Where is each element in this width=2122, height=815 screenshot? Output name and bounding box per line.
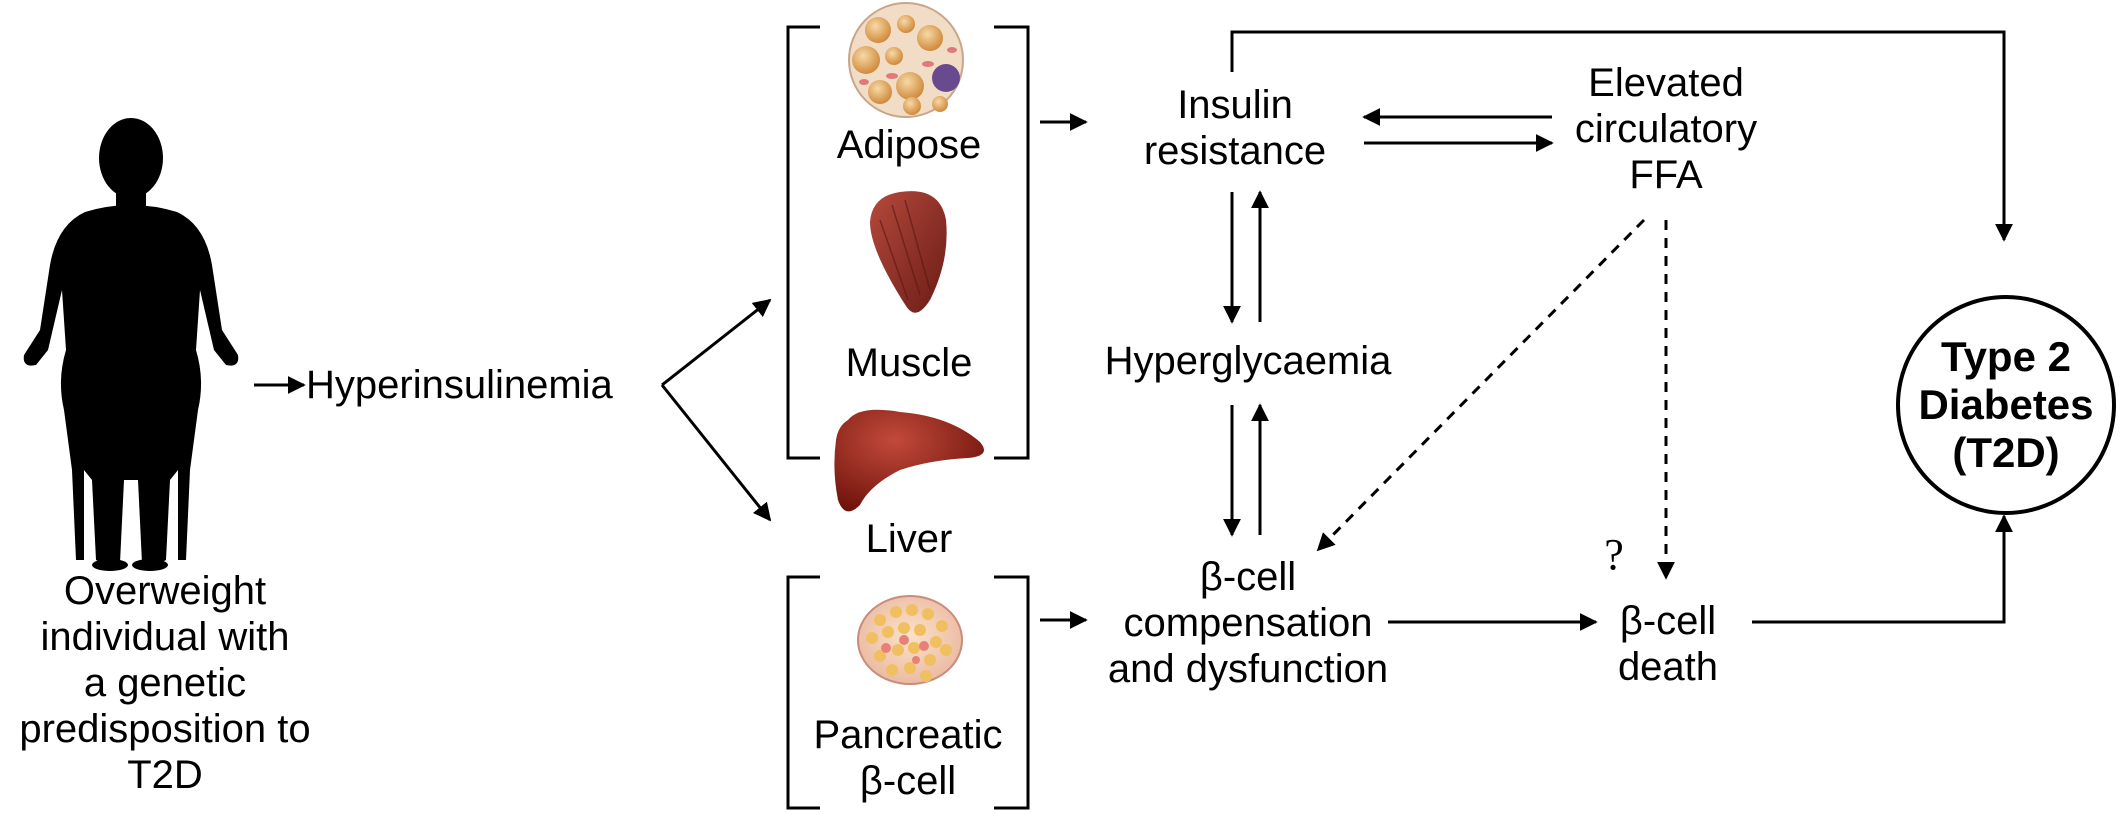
arrow-hyperinsulinemia-to-pancreas: [660, 384, 772, 522]
arrow-hyperinsulinemia-to-tissues: [661, 298, 772, 387]
beta-cell-death-label: β-cell death: [1617, 599, 1719, 689]
question-mark: ?: [1604, 530, 1624, 579]
liver-icon: [834, 409, 984, 512]
pancreatic-islet-icon: [857, 595, 963, 685]
arrow-ir-to-t2d: [1230, 30, 2013, 242]
arrow-death-to-t2d: [1752, 514, 2013, 624]
muscle-label: Muscle: [845, 341, 973, 385]
liver-label: Liver: [865, 517, 953, 561]
muscle-icon: [870, 191, 947, 313]
insulin-resistance-label: Insulin resistance: [1143, 83, 1327, 173]
adipose-tissue-icon: [848, 2, 964, 118]
elevated-ffa-label: Elevated circulatory FFA: [1574, 61, 1758, 197]
beta-cell-compensation-label: β-cell compensation and dysfunction: [1107, 555, 1389, 691]
pancreas-bracket: [786, 575, 1030, 810]
t2d-label: Type 2 Diabetes (T2D): [1918, 333, 2094, 476]
arrows: [254, 30, 2013, 631]
arrow-ffa-dashed-to-beta: [1316, 218, 1646, 552]
t2d-circle: [1896, 295, 2116, 515]
adipose-label: Adipose: [836, 123, 982, 167]
hyperinsulinemia-label: Hyperinsulinemia: [306, 363, 613, 407]
person-caption: Overweight individual with a genetic pre…: [19, 569, 311, 797]
person-silhouette-icon: [23, 118, 239, 571]
hyperglycaemia-label: Hyperglycaemia: [1104, 339, 1392, 383]
pancreatic-beta-cell-label: Pancreatic β-cell: [813, 713, 1003, 803]
tissue-bracket: [786, 25, 1030, 460]
